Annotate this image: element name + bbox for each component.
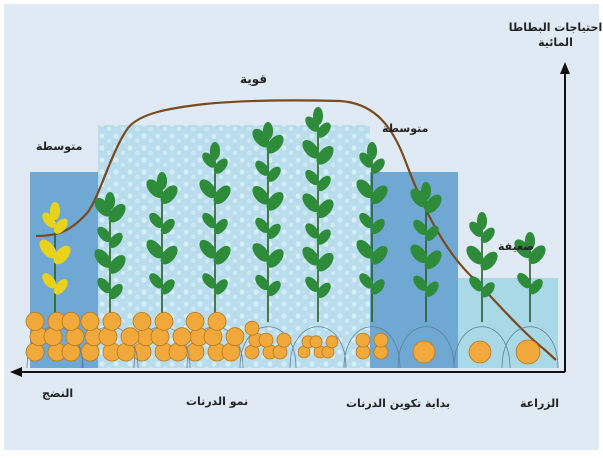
leaf — [50, 202, 60, 220]
y-axis-title: احتياجات البطاطا المائية — [508, 20, 603, 50]
y-axis-title-line1: احتياجات البطاطا — [508, 20, 603, 35]
label-medium-left: متوسطة — [36, 140, 82, 153]
leaf — [157, 172, 167, 190]
tuber — [26, 312, 44, 330]
leaf — [263, 122, 273, 140]
tuber — [469, 341, 491, 363]
tuber — [245, 321, 259, 335]
tuber — [103, 312, 121, 330]
leaf — [313, 107, 323, 125]
tuber — [356, 333, 370, 347]
tuber — [81, 312, 99, 330]
leaf — [421, 182, 431, 200]
tuber — [374, 333, 388, 347]
label-strong: قوية — [240, 72, 267, 86]
tuber — [186, 312, 204, 330]
tuber — [62, 312, 80, 330]
y-axis-title-line2: المائية — [508, 35, 603, 50]
tuber — [226, 328, 244, 346]
leaf — [210, 142, 220, 160]
tuber — [326, 336, 338, 348]
tuber — [121, 328, 139, 346]
tuber — [413, 341, 435, 363]
tuber — [516, 340, 540, 364]
label-medium-right: متوسطة — [382, 122, 428, 135]
tuber — [208, 312, 226, 330]
stage-tuber-growth: نمو الدرنات — [186, 395, 248, 408]
tuber — [155, 312, 173, 330]
tuber — [277, 333, 291, 347]
label-weak: ضعيفة — [498, 240, 534, 253]
stage-planting: الزراعة — [520, 397, 559, 410]
stage-maturity: النضج — [42, 387, 73, 400]
tuber — [310, 336, 322, 348]
leaf — [367, 142, 377, 160]
tuber — [259, 333, 273, 347]
stage-tuber-start: بداية تكوين الدرنات — [346, 397, 450, 410]
tuber — [133, 312, 151, 330]
leaf — [105, 192, 115, 210]
tuber — [173, 328, 191, 346]
leaf — [477, 212, 487, 230]
